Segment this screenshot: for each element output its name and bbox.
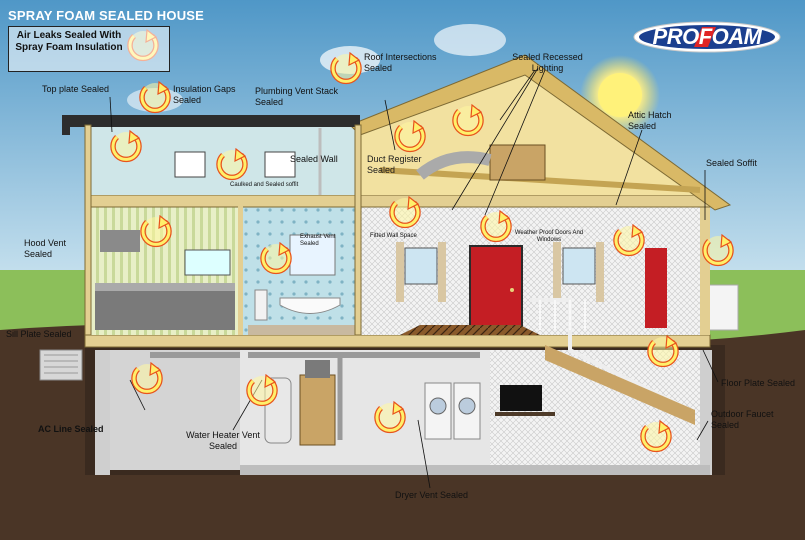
label-duct-register: Duct Register Sealed xyxy=(367,154,422,175)
logo-text: PROFOAM xyxy=(652,24,762,49)
diagram-title: SPRAY FOAM SEALED HOUSE xyxy=(8,8,205,23)
label-weather-proof: Weather Proof Doors And Windows xyxy=(514,230,584,243)
profoam-logo: PROFOAM xyxy=(632,20,782,54)
label-hood-vent: Hood Vent Sealed xyxy=(24,238,67,259)
label-roof-intersections: Roof Intersections Sealed xyxy=(364,52,437,73)
label-dryer-vent: Dryer Vent Sealed xyxy=(395,490,469,500)
label-floor-plate: Floor Plate Sealed xyxy=(721,378,796,388)
label-fitted-wall-space: Fitted Wall Space xyxy=(370,233,417,239)
label-attic-hatch: Attic Hatch Sealed xyxy=(628,110,672,131)
label-sealed-wall: Sealed Wall xyxy=(290,154,338,164)
label-exhaust-vent: Exhaust Vent Sealed xyxy=(300,234,336,247)
label-outdoor-faucet: Outdoor Faucet Sealed xyxy=(711,409,774,430)
label-ac-line: AC Line Sealed xyxy=(38,424,104,434)
logo-badge-icon xyxy=(633,21,781,53)
label-top-plate: Top plate Sealed xyxy=(42,84,110,94)
label-water-heater-vent: Water Heater Vent Sealed xyxy=(186,430,260,451)
label-caulked-soffit: Caulked and Sealed soffit xyxy=(230,182,299,188)
legend-box: Air Leaks Sealed With Spray Foam Insulat… xyxy=(8,26,170,72)
label-sill-plate: Sill Plate Sealed xyxy=(6,329,72,339)
label-recessed-lighting: Sealed Recessed Lighting xyxy=(512,52,583,73)
label-plumbing-vent: Plumbing Vent Stack Sealed xyxy=(255,86,339,107)
label-insulation-gaps: Insulation Gaps Sealed xyxy=(173,84,236,105)
legend-text: Air Leaks Sealed With Spray Foam Insulat… xyxy=(15,30,123,53)
label-sealed-soffit: Sealed Soffit xyxy=(706,158,757,168)
